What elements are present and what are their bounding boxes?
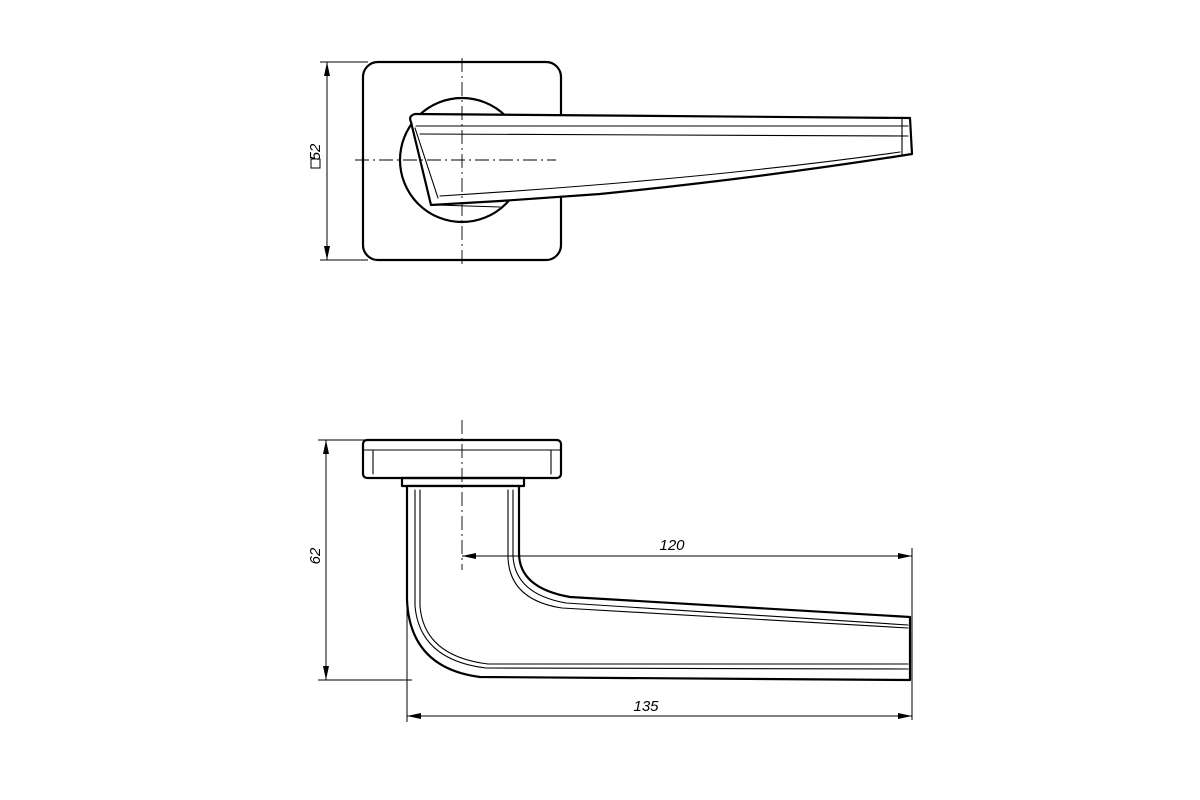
lever-side-inner-line-1 — [414, 489, 909, 670]
dim-62-label: 62 — [307, 547, 324, 564]
dim-120-arrow-right — [898, 553, 912, 559]
rosette-neck — [400, 476, 526, 488]
lever-top-outline — [409, 112, 914, 207]
dim-135-arrow-left — [407, 713, 421, 719]
dim-52-arrow-top — [324, 62, 330, 76]
lever-top-underside-line — [439, 151, 901, 197]
dim-62-arrow-bottom — [323, 666, 329, 680]
lever-side-upper-line-1 — [512, 489, 909, 626]
dim-135-arrow-right — [898, 713, 912, 719]
side-view: 62 120 135 — [307, 420, 913, 722]
dim-120-arrow-left — [462, 553, 476, 559]
lever-side-upper-line-2 — [507, 489, 909, 629]
lever-top-edge-lower — [419, 133, 909, 137]
dim-52-label: 52 — [307, 143, 324, 160]
dim-120-label: 120 — [659, 537, 685, 554]
top-view: 52 — [307, 58, 914, 264]
lever-top-neck — [435, 204, 501, 208]
dim-135-label: 135 — [633, 698, 659, 715]
dim-62-arrow-top — [323, 440, 329, 454]
dim-52-arrow-bottom — [324, 246, 330, 260]
square-symbol-icon — [310, 158, 321, 169]
lever-top-twist-line — [414, 127, 439, 199]
lever-side-inner-line-2 — [419, 489, 909, 665]
lever-side-outline — [405, 484, 912, 682]
